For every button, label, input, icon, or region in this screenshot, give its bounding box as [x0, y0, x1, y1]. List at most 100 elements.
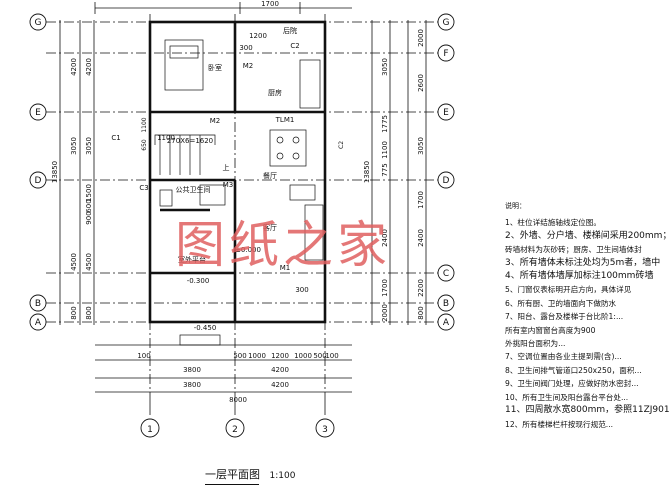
window-c2-side: C2: [338, 141, 345, 149]
door-m1: M1: [280, 264, 291, 272]
axis-label-a-right: A: [443, 318, 450, 328]
right-inner-dim-7: 2000: [381, 304, 389, 322]
right-total-dim: 13850: [363, 161, 371, 183]
right-outer-dim-4: 1700: [417, 191, 425, 209]
note-item: 11、四周散水宽800mm，参照11ZJ901: [505, 405, 670, 416]
elevation-outside: -0.450: [194, 324, 217, 332]
bottom-dim-r1-1: 100: [137, 352, 150, 360]
axis-label-a-left: A: [35, 318, 42, 328]
left-inner-dim-7: 800: [85, 306, 93, 319]
room-dining: 餐厅: [263, 171, 277, 180]
top-dim-1: 1700: [261, 0, 279, 8]
bottom-dim-r1-3: 1000: [248, 352, 266, 360]
notes-heading: 说明：: [505, 202, 526, 210]
note-item: 外挑阳台面积为...: [505, 339, 566, 349]
drawing-title-block: 一层平面图 1:100: [205, 466, 296, 485]
dim-300: 300: [295, 286, 308, 294]
axis-label-f-right: F: [443, 49, 448, 59]
right-inner-dim-6: 1700: [381, 279, 389, 297]
top-dim-3: 1200: [249, 32, 267, 40]
bottom-total-dim: 8000: [229, 396, 247, 404]
stair-dimension: 270X6=1620: [167, 137, 213, 145]
axis-label-d-right: D: [443, 176, 450, 186]
axis-label-3: 3: [322, 425, 328, 435]
right-outer-dim-6: 2200: [417, 279, 425, 297]
left-outer-dim-3: 4500: [70, 253, 78, 271]
title-underline: [205, 484, 260, 485]
drawing-scale: 1:100: [269, 471, 296, 481]
dim-1100: 1100: [157, 134, 175, 142]
window-tlm1: TLM1: [275, 116, 295, 124]
right-inner-dim-3: 1100: [381, 141, 389, 159]
axis-label-d-left: D: [35, 176, 42, 186]
note-item: 3、所有墙体未标注处均为5m者，墙中: [505, 257, 661, 268]
note-item: 砖墙材料为灰砂砖；厨房、卫生间墙体封: [505, 245, 642, 255]
bottom-dim-r1-7: 100: [325, 352, 338, 360]
right-outer-dim-5: 2400: [417, 229, 425, 247]
right-inner-dim-1: 3050: [381, 58, 389, 76]
right-inner-dim-2: 1775: [381, 115, 389, 133]
right-outer-dim-3: 3050: [417, 137, 425, 155]
axis-label-c-right: C: [443, 269, 449, 279]
dim-1100-vert: 1100: [141, 117, 148, 132]
right-outer-dim-2: 2600: [417, 74, 425, 92]
note-item: 10、所有卫生间及阳台露台平台处...: [505, 392, 629, 402]
right-inner-dim-4: 775: [381, 163, 389, 176]
left-inner-dim-6: 4500: [85, 253, 93, 271]
room-toilet: 公共卫生间: [176, 185, 211, 194]
bottom-dim-r1-5: 1000: [294, 352, 312, 360]
bottom-dim-r1-4: 1200: [271, 352, 289, 360]
note-item: 7、空调位置由各业主提到需(含)...: [505, 352, 622, 362]
axis-label-b-right: B: [443, 299, 449, 309]
left-inner-dim-1: 4200: [85, 58, 93, 76]
design-notes: 说明： 1、柱位详结施轴线定位图。 2、外墙、分户墙、楼梯间采用200mm； 砖…: [505, 200, 671, 431]
left-total-dim: 13850: [51, 161, 59, 183]
axis-label-2: 2: [232, 425, 238, 435]
left-outer-dim-4: 800: [70, 306, 78, 319]
watermark: 图纸之家: [175, 216, 391, 274]
room-bedroom: 卧室: [208, 63, 222, 72]
bottom-dim-r3-2: 4200: [271, 381, 289, 389]
floor-plan-drawing: G E D B A G F E D C B A 1 2 3 1700 300 1…: [29, 0, 455, 438]
door-m3: M3: [223, 181, 234, 189]
door-m2-a: M2: [243, 62, 254, 70]
right-inner-dim-5: 2400: [381, 229, 389, 247]
left-inner-dim-2: 3050: [85, 137, 93, 155]
door-m2-b: M2: [210, 117, 221, 125]
room-ext-terrace: 室外平台: [178, 255, 206, 264]
room-kitchen: 厨房: [268, 88, 282, 97]
left-inner-dim-5: 900: [85, 211, 93, 224]
note-item: 5、门窗仅表标明开启方向，具体详见: [505, 285, 632, 295]
window-c3: C3: [139, 184, 148, 192]
note-item: 4、所有墙体墙厚加标注100mm砖墙: [505, 271, 654, 282]
note-item: 9、卫生间阀门处理，应做好防水密封...: [505, 379, 639, 389]
note-item: 8、卫生间排气管道口250x250，面积...: [505, 365, 642, 375]
note-item: 7、阳台、露台及楼梯于台比阶1:...: [505, 312, 624, 322]
bottom-dim-r2-2: 4200: [271, 366, 289, 374]
room-rear-yard: 后院: [283, 26, 297, 35]
axis-label-g-left: G: [35, 18, 42, 28]
window-c1: C1: [111, 134, 120, 142]
stair-up: 上: [223, 163, 230, 172]
axis-label-b-left: B: [35, 299, 41, 309]
note-item: 1、柱位详结施轴线定位图。: [505, 218, 601, 228]
room-living: 客厅: [263, 223, 277, 232]
drawing-title: 一层平面图: [205, 468, 260, 481]
axis-label-e-left: E: [35, 108, 41, 118]
elevation-main: ±0.000: [235, 246, 261, 254]
axis-label-1: 1: [147, 425, 153, 435]
top-dim-2: 300: [239, 44, 252, 52]
elevation-terrace: -0.300: [187, 277, 210, 285]
note-item: 12、所有楼梯栏杆按现行规范...: [505, 419, 614, 429]
right-outer-dim-1: 2000: [417, 29, 425, 47]
bottom-dim-r2-1: 3800: [183, 366, 201, 374]
window-c2: C2: [290, 42, 299, 50]
left-inner-dim-4: 600: [85, 199, 93, 212]
bottom-dim-r3-1: 3800: [183, 381, 201, 389]
note-item: 2、外墙、分户墙、楼梯间采用200mm；: [505, 230, 671, 241]
axis-label-g-right: G: [443, 18, 450, 28]
dim-650-vert: 650: [141, 139, 148, 151]
right-outer-dim-7: 800: [417, 306, 425, 319]
bottom-dim-r1-2: 500: [233, 352, 246, 360]
bottom-dim-r1-6: 500: [313, 352, 326, 360]
